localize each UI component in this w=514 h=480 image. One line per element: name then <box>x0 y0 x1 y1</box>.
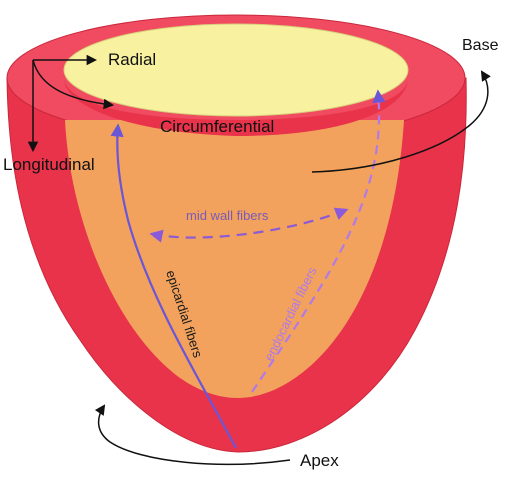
epicardial-fiber-line <box>110 123 237 449</box>
longitudinal-label: Longitudinal <box>3 155 95 174</box>
endocardial-fiber-line <box>251 89 386 393</box>
circumferential-arrow <box>32 59 115 110</box>
mid-wall-fiber-arrow <box>149 207 349 243</box>
apex-label: Apex <box>300 451 339 470</box>
base-label: Base <box>462 37 499 54</box>
radial-label: Radial <box>108 50 156 69</box>
base-rotation-arrow <box>311 70 491 173</box>
apex-rotation-arrow <box>94 404 291 466</box>
circumferential-band <box>64 80 408 136</box>
endocardium-surface <box>65 120 404 398</box>
circumferential-label: Circumferential <box>160 117 274 136</box>
axis-arrows <box>27 54 115 153</box>
mid-wall-fibers-label: mid wall fibers <box>186 208 269 223</box>
ventricle-cavity <box>63 23 409 117</box>
